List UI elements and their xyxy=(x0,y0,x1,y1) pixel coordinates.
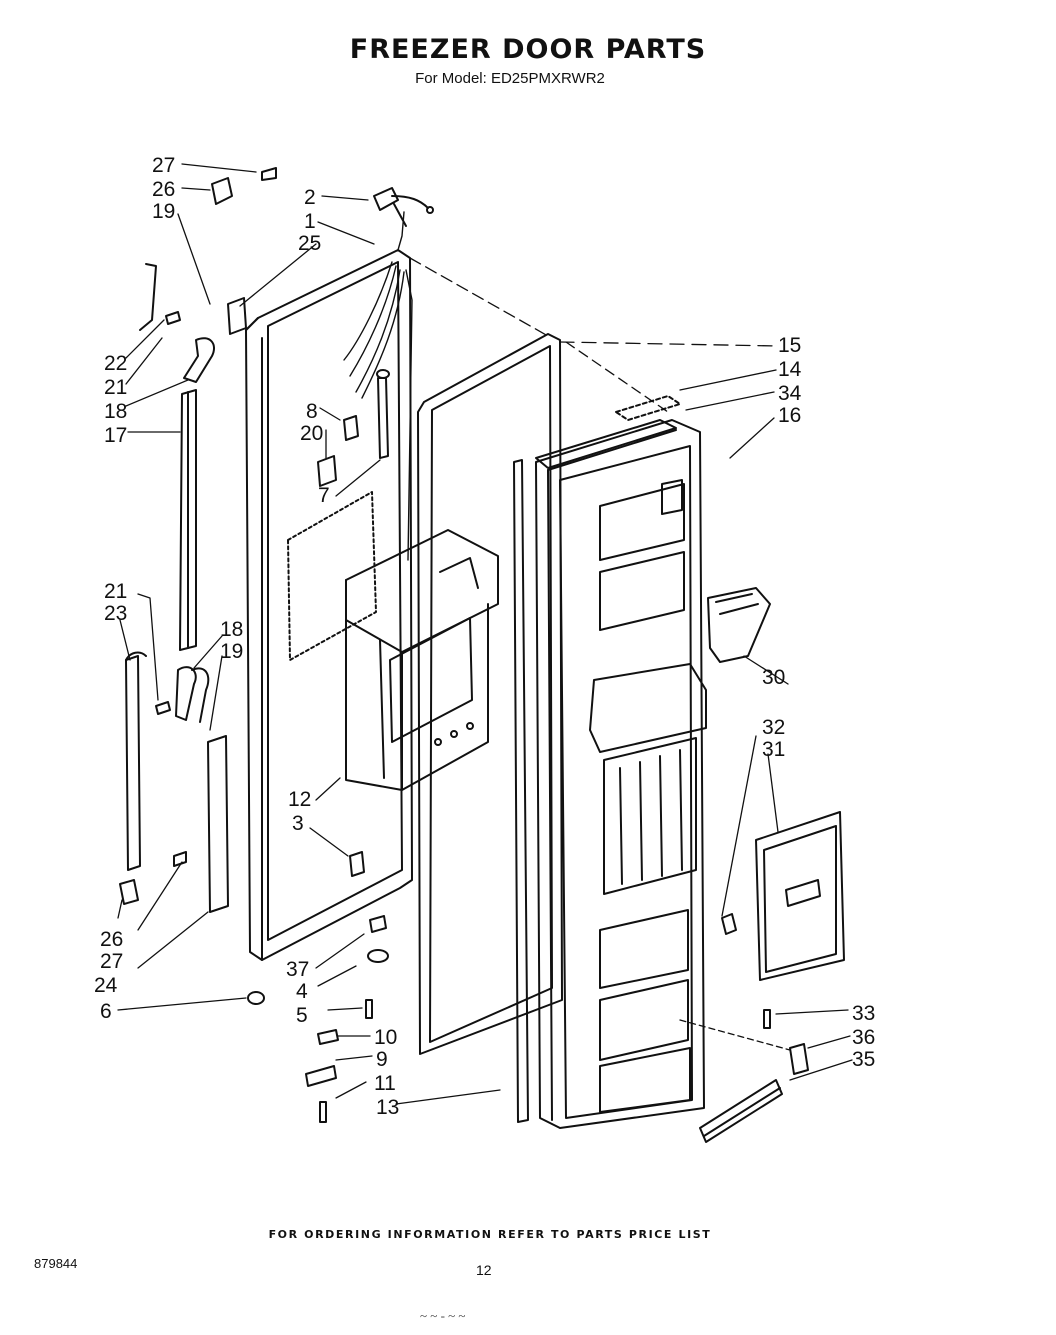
door-gasket xyxy=(417,333,563,1055)
callout-label: 4 xyxy=(296,980,308,1003)
breaker-strip xyxy=(513,459,529,1123)
model-subtitle: For Model: ED25PMXRWR2 xyxy=(415,70,605,87)
callout-label: 34 xyxy=(778,382,802,405)
liner-top-cap xyxy=(535,395,681,469)
hinge-part xyxy=(139,263,157,331)
callout-label: 26 xyxy=(152,178,175,201)
roller-bar xyxy=(699,1079,783,1143)
side-trim xyxy=(207,735,229,913)
cam-parts xyxy=(305,1029,339,1123)
callout-label: 2 xyxy=(304,186,316,209)
front-panel xyxy=(755,811,845,981)
door-outer-panel xyxy=(245,249,413,961)
callout-label: 19 xyxy=(220,640,243,663)
dispenser-bin xyxy=(707,587,771,663)
bolt-part xyxy=(376,369,390,459)
ordering-note: FOR ORDERING INFORMATION REFER TO PARTS … xyxy=(268,1228,712,1241)
callout-labels: 27 26 19 2 1 25 22 21 18 17 8 20 7 15 14… xyxy=(94,154,875,1119)
wire-connector xyxy=(373,187,434,227)
callout-label: 11 xyxy=(374,1072,396,1095)
callout-label: 16 xyxy=(778,404,801,427)
screws-21 xyxy=(155,311,181,715)
callout-label: 7 xyxy=(318,484,330,507)
callout-label: 9 xyxy=(376,1048,388,1071)
callout-label: 18 xyxy=(104,400,127,423)
callout-label: 14 xyxy=(778,358,802,381)
callout-label: 12 xyxy=(288,788,311,811)
small-clip-parts xyxy=(317,415,359,487)
callout-label: 6 xyxy=(100,1000,112,1023)
callout-label: 26 xyxy=(100,928,123,951)
leader-lines xyxy=(117,163,853,1105)
hinge-bracket-upper xyxy=(183,337,215,383)
callout-label: 21 xyxy=(104,580,127,603)
callout-label: 10 xyxy=(374,1026,397,1049)
callout-label: 35 xyxy=(852,1048,875,1071)
callout-label: 1 xyxy=(304,210,316,233)
screw-33 xyxy=(763,1009,771,1029)
callout-label: 24 xyxy=(94,974,118,997)
callout-label: 19 xyxy=(152,200,175,223)
callout-label: 18 xyxy=(220,618,243,641)
bottom-hinge-parts xyxy=(247,851,389,1019)
callout-label: 5 xyxy=(296,1004,308,1027)
bottom-mark: ~ ~ - ~ ~ xyxy=(420,1308,466,1323)
callout-label: 31 xyxy=(762,738,785,761)
callout-label: 22 xyxy=(104,352,127,375)
callout-label: 27 xyxy=(152,154,175,177)
document-number: 879844 xyxy=(34,1256,78,1271)
callout-label: 3 xyxy=(292,812,304,835)
dispenser-housing xyxy=(345,529,499,791)
lower-hinge-parts xyxy=(119,851,187,905)
callout-label: 32 xyxy=(762,716,785,739)
page-number: 12 xyxy=(476,1262,492,1278)
hinge-bracket-lower xyxy=(175,666,210,723)
trim-strip-lower xyxy=(125,651,147,871)
callout-label: 13 xyxy=(376,1096,399,1119)
door-liner xyxy=(535,419,707,1129)
panel-clip xyxy=(721,913,737,935)
callout-label: 8 xyxy=(306,400,318,423)
callout-label: 21 xyxy=(104,376,127,399)
callout-label: 23 xyxy=(104,602,127,625)
callout-label: 15 xyxy=(778,334,801,357)
callout-label: 36 xyxy=(852,1026,875,1049)
callout-label: 30 xyxy=(762,666,785,689)
callout-label: 37 xyxy=(286,958,309,981)
callout-label: 25 xyxy=(298,232,321,255)
retainer-clip xyxy=(789,1043,809,1075)
trim-strip-upper xyxy=(179,389,197,651)
top-hinge-parts xyxy=(211,167,277,205)
mount-block xyxy=(227,297,247,335)
page-title: FREEZER DOOR PARTS xyxy=(349,34,707,65)
door-insulation-panel xyxy=(287,491,377,661)
callout-label: 27 xyxy=(100,950,123,973)
callout-label: 33 xyxy=(852,1002,875,1025)
callout-label: 20 xyxy=(300,422,323,445)
callout-label: 17 xyxy=(104,424,127,447)
